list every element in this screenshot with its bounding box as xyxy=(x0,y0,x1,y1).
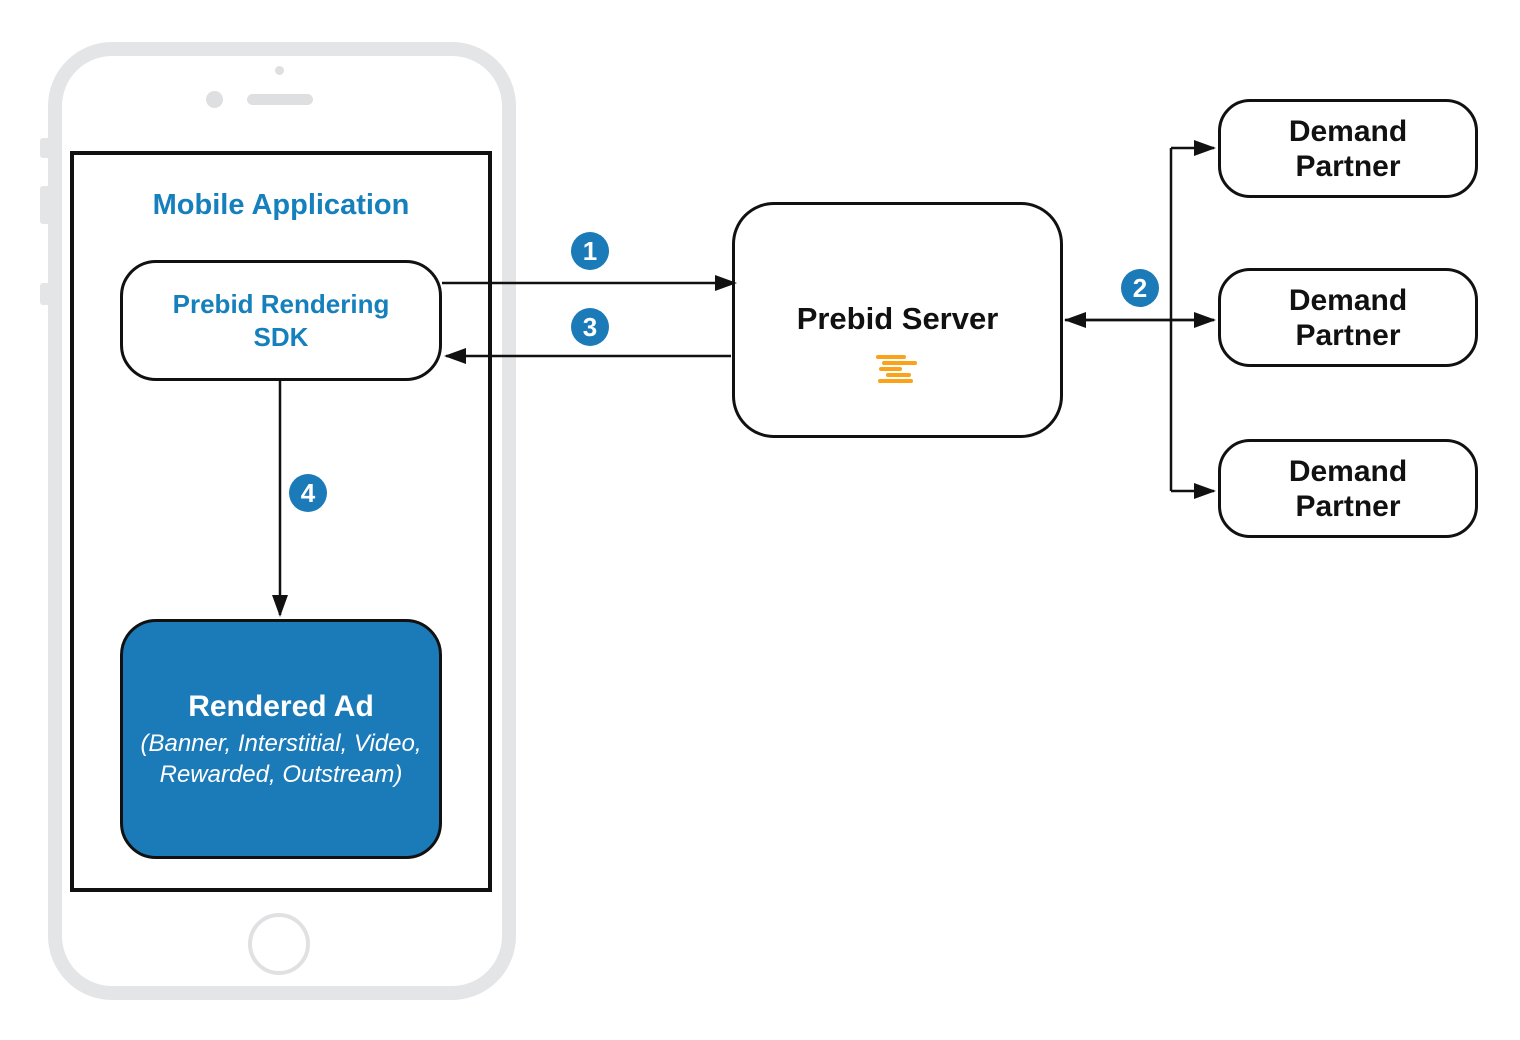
prebid-server-node: Prebid Server xyxy=(732,202,1063,438)
mobile-application-title: Mobile Application xyxy=(152,189,410,221)
rendered-ad-node: Rendered Ad (Banner, Interstitial, Video… xyxy=(120,619,442,859)
rendered-ad-subtitle-line2: Rewarded, Outstream) xyxy=(159,760,403,788)
phone-volume-up-button xyxy=(40,186,49,224)
rendered-ad-title: Rendered Ad xyxy=(188,689,374,723)
demand-partner-3-line2: Partner xyxy=(1295,489,1401,523)
sdk-label-line2: SDK xyxy=(253,321,309,352)
prebid-server-label: Prebid Server xyxy=(796,301,999,336)
front-camera-icon xyxy=(206,91,223,108)
phone-volume-down-button xyxy=(40,283,49,305)
demand-partner-2-line1: Demand xyxy=(1288,283,1408,317)
demand-partner-1-line2: Partner xyxy=(1295,149,1401,183)
step-badge-4: 4 xyxy=(289,474,327,512)
demand-partner-3-line1: Demand xyxy=(1288,454,1408,488)
step-badge-1: 1 xyxy=(571,232,609,270)
demand-partner-node-1: Demand Partner xyxy=(1218,99,1478,198)
camera-dot-icon xyxy=(275,66,284,75)
demand-partner-2-line2: Partner xyxy=(1295,318,1401,352)
prebid-rendering-sdk-node: Prebid Rendering SDK xyxy=(120,260,442,381)
demand-partner-node-2: Demand Partner xyxy=(1218,268,1478,367)
prebid-logo-icon xyxy=(875,355,920,384)
speaker-icon xyxy=(247,94,313,105)
step-badge-3: 3 xyxy=(571,308,609,346)
phone-mute-switch xyxy=(40,138,49,158)
rendered-ad-subtitle: (Banner, Interstitial, Video, Rewarded, … xyxy=(140,728,421,790)
rendered-ad-subtitle-line1: (Banner, Interstitial, Video, xyxy=(140,729,422,757)
step-badge-2: 2 xyxy=(1121,269,1159,307)
demand-partner-node-3: Demand Partner xyxy=(1218,439,1478,538)
sdk-label-line1: Prebid Rendering xyxy=(172,288,390,319)
demand-partner-1-line1: Demand xyxy=(1288,114,1408,148)
home-button xyxy=(248,913,310,975)
